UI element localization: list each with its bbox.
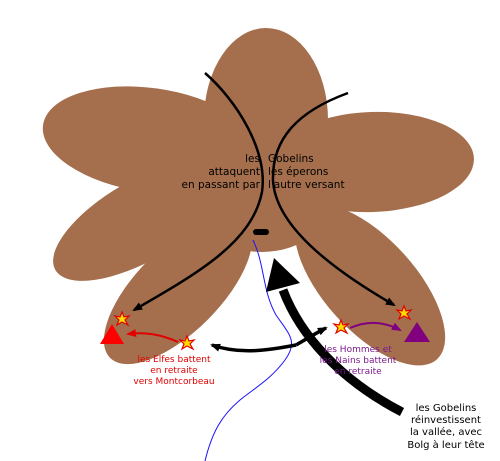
mountain-lower-left-spur bbox=[103, 215, 253, 365]
mountain-far-left-spur bbox=[53, 159, 231, 281]
elves-retreat-label: les Elfes battent en retraite vers Montc… bbox=[133, 355, 215, 387]
river bbox=[204, 239, 293, 461]
explosion-icon bbox=[332, 318, 350, 335]
goblin-attack-right-label: Gobelins les éperons l'autre versant bbox=[268, 153, 345, 191]
battle-spread-arrow-right bbox=[295, 326, 328, 347]
explosion-icon bbox=[113, 310, 131, 327]
men-dwarves-retreat-label: les Hommes et les Nains battent en retra… bbox=[319, 345, 397, 377]
front-gate-marker bbox=[253, 229, 269, 235]
men-dwarves-retreat-arrow bbox=[349, 322, 402, 331]
goblin-attack-left-arrow bbox=[132, 72, 264, 312]
mountain-lower-right-spur bbox=[294, 204, 446, 366]
elves-retreat-arrow bbox=[126, 329, 179, 343]
goblin-reinvest-arrow bbox=[278, 288, 405, 416]
goblin-reinvest-label: les Gobelins réinvestissent la vallée, a… bbox=[407, 403, 485, 451]
explosion-icon bbox=[395, 304, 413, 321]
lonely-mountain bbox=[42, 28, 474, 366]
goblin-attack-left-label: les attaquent en passant par bbox=[181, 153, 260, 191]
goblin-attack-right-arrow bbox=[271, 91, 396, 307]
battle-spread-arrow bbox=[210, 343, 297, 353]
elves-army-marker bbox=[100, 324, 124, 344]
men-dwarves-army-marker bbox=[404, 322, 430, 342]
goblin-reinvest-arrowhead bbox=[266, 258, 300, 292]
explosion-icon bbox=[178, 334, 196, 351]
